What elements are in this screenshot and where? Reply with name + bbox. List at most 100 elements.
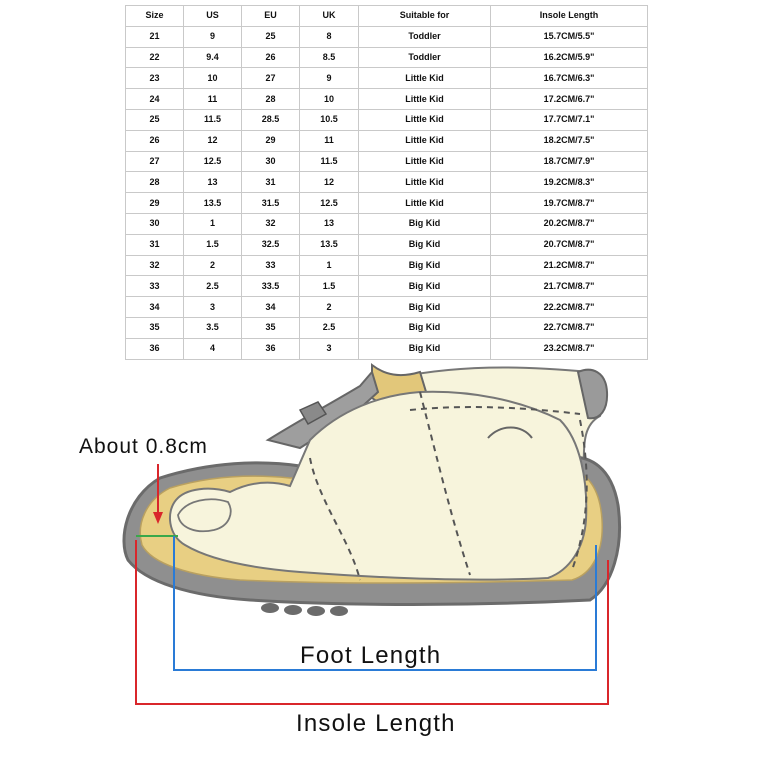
cell-suitable-for: Big Kid: [358, 212, 491, 235]
cell-eu: 30: [241, 150, 300, 173]
cell-suitable-for: Toddler: [358, 25, 491, 48]
cell-eu: 26: [241, 46, 300, 69]
gap-arrow-head: [153, 512, 163, 524]
cell-us: 11.5: [183, 108, 242, 131]
cell-eu: 29: [241, 129, 300, 152]
cell-suitable-for: Big Kid: [358, 337, 491, 360]
cell-suitable-for: Big Kid: [358, 296, 491, 318]
cell-us: 9: [183, 25, 242, 48]
cell-insole-length: 20.7CM/8.7": [490, 233, 648, 256]
cell-uk: 1.5: [299, 275, 359, 298]
cell-size: 27: [125, 150, 184, 173]
cell-us: 4: [183, 337, 242, 360]
cell-insole-length: 20.2CM/8.7": [490, 212, 648, 235]
cell-us: 12: [183, 129, 242, 152]
cell-uk: 12: [299, 171, 359, 194]
cell-size: 29: [125, 192, 184, 214]
cell-size: 32: [125, 254, 184, 277]
cell-uk: 10: [299, 88, 359, 110]
cell-size: 26: [125, 129, 184, 152]
cell-eu: 35: [241, 316, 300, 339]
cell-suitable-for: Little Kid: [358, 171, 491, 194]
sole-tread: [261, 603, 348, 616]
insole-length-label: Insole Length: [296, 710, 456, 737]
cell-size: 36: [125, 337, 184, 360]
cell-suitable-for: Little Kid: [358, 150, 491, 173]
size-chart-table: Size US EU UK Suitable for Insole Length…: [125, 5, 648, 360]
cell-insole-length: 16.2CM/5.9": [490, 46, 648, 69]
cell-insole-length: 23.2CM/8.7": [490, 337, 648, 360]
cell-eu: 34: [241, 296, 300, 318]
cell-size: 34: [125, 296, 184, 318]
cell-uk: 3: [299, 337, 359, 360]
cell-insole-length: 17.7CM/7.1": [490, 108, 648, 131]
header-suitable-for: Suitable for: [358, 5, 491, 27]
cell-eu: 32: [241, 212, 300, 235]
foot-length-label: Foot Length: [300, 642, 442, 669]
cell-eu: 36: [241, 337, 300, 360]
header-us: US: [183, 5, 242, 27]
cell-us: 10: [183, 67, 242, 90]
cell-eu: 31: [241, 171, 300, 194]
cell-insole-length: 21.7CM/8.7": [490, 275, 648, 298]
cell-eu: 28: [241, 88, 300, 110]
cell-suitable-for: Big Kid: [358, 275, 491, 298]
cell-us: 2: [183, 254, 242, 277]
foot-contour-line: [309, 457, 361, 581]
cell-uk: 2: [299, 296, 359, 318]
cell-size: 22: [125, 46, 184, 69]
cell-suitable-for: Little Kid: [358, 67, 491, 90]
cell-uk: 8.5: [299, 46, 359, 69]
cell-us: 11: [183, 88, 242, 110]
cell-uk: 11.5: [299, 150, 359, 173]
cell-uk: 1: [299, 254, 359, 277]
cell-us: 3.5: [183, 316, 242, 339]
cell-suitable-for: Little Kid: [358, 129, 491, 152]
cell-uk: 9: [299, 67, 359, 90]
cell-suitable-for: Little Kid: [358, 88, 491, 110]
cell-eu: 31.5: [241, 192, 300, 214]
cell-eu: 32.5: [241, 233, 300, 256]
header-insole-length: Insole Length: [490, 5, 648, 27]
sock-seam-line: [409, 406, 581, 415]
cell-size: 31: [125, 233, 184, 256]
cell-suitable-for: Big Kid: [358, 254, 491, 277]
table-header-row: Size US EU UK Suitable for Insole Length: [125, 5, 648, 27]
cell-insole-length: 19.2CM/8.3": [490, 171, 648, 194]
cell-insole-length: 18.2CM/7.5": [490, 129, 648, 152]
cell-size: 30: [125, 212, 184, 235]
cell-size: 35: [125, 316, 184, 339]
cell-uk: 13: [299, 212, 359, 235]
cell-uk: 10.5: [299, 108, 359, 131]
cell-eu: 27: [241, 67, 300, 90]
cell-us: 2.5: [183, 275, 242, 298]
cell-uk: 2.5: [299, 316, 359, 339]
cell-insole-length: 15.7CM/5.5": [490, 25, 648, 48]
header-uk: UK: [299, 5, 359, 27]
cell-us: 1.5: [183, 233, 242, 256]
cell-insole-length: 19.7CM/8.7": [490, 192, 648, 214]
cell-us: 9.4: [183, 46, 242, 69]
cell-us: 13: [183, 171, 242, 194]
cell-suitable-for: Big Kid: [358, 233, 491, 256]
toe-gap-label: About 0.8cm: [79, 435, 208, 458]
cell-us: 3: [183, 296, 242, 318]
foot-measurement-diagram: [122, 362, 622, 705]
cell-insole-length: 21.2CM/8.7": [490, 254, 648, 277]
cell-insole-length: 18.7CM/7.9": [490, 150, 648, 173]
insole-length-bracket: [135, 540, 609, 705]
cell-insole-length: 22.2CM/8.7": [490, 296, 648, 318]
cell-uk: 8: [299, 25, 359, 48]
cell-us: 13.5: [183, 192, 242, 214]
